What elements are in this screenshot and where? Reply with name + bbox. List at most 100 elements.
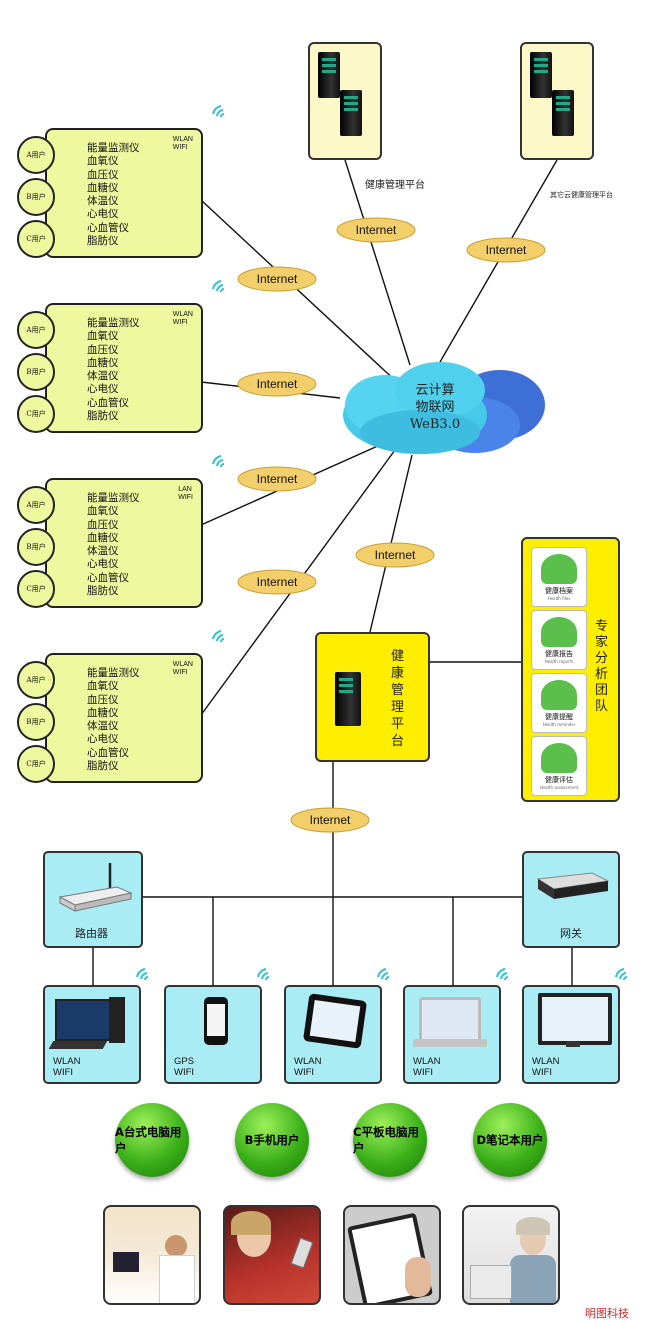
server-icon bbox=[318, 52, 340, 98]
platform-label-char: 平 bbox=[391, 717, 405, 732]
other-cloud-platform-server bbox=[520, 42, 594, 160]
device-item: 血糖仪 bbox=[87, 356, 119, 369]
user-circle: B用户 bbox=[17, 178, 55, 216]
device-list: 能量监测仪血氧仪血压仪血糖仪体温仪心电仪心血管仪脂肪仪 bbox=[87, 317, 140, 423]
device-list: 能量监测仪血氧仪血压仪血糖仪体温仪心电仪心血管仪脂肪仪 bbox=[87, 492, 140, 598]
device-item: 体温仪 bbox=[87, 195, 119, 208]
device-item: 能量监测仪 bbox=[87, 492, 140, 504]
device-item: 能量监测仪 bbox=[87, 667, 140, 679]
expert-team-label: 专家分析团队 bbox=[595, 619, 608, 715]
device-list: 能量监测仪血氧仪血压仪血糖仪体温仪心电仪心血管仪脂肪仪 bbox=[87, 667, 140, 773]
expert-team-label-char: 团 bbox=[595, 683, 609, 698]
service-title: 健康提醒 bbox=[545, 713, 573, 721]
router-label: 路由器 bbox=[75, 927, 108, 940]
platform-label-char: 康 bbox=[391, 666, 405, 681]
device-list: 能量监测仪血氧仪血压仪血糖仪体温仪心电仪心血管仪脂肪仪 bbox=[87, 142, 140, 248]
device-item: 心电仪 bbox=[87, 383, 119, 396]
platform-label-char: 理 bbox=[391, 700, 405, 715]
device-item: 脂肪仪 bbox=[87, 585, 119, 598]
health-assessment-icon bbox=[541, 743, 577, 773]
health-files-icon bbox=[541, 554, 577, 584]
health-platform-server bbox=[308, 42, 382, 160]
service-subtitle: Health reports bbox=[544, 659, 574, 664]
gateway-icon bbox=[536, 872, 610, 899]
user-circle: B用户 bbox=[17, 353, 55, 391]
cloud-line-2: 物联网 bbox=[415, 400, 455, 415]
wifi-icon bbox=[212, 280, 225, 293]
gateway-label: 网关 bbox=[560, 927, 582, 940]
device-item: 脂肪仪 bbox=[87, 235, 119, 248]
user-circle: C用户 bbox=[17, 745, 55, 783]
laptop-user-photo bbox=[462, 1205, 560, 1305]
wifi-icon bbox=[615, 968, 628, 981]
device-item: 心血管仪 bbox=[87, 746, 129, 759]
service-subtitle: Health files bbox=[547, 596, 571, 601]
user-circle: A用户 bbox=[17, 311, 55, 349]
internet-tag: Internet bbox=[237, 568, 317, 596]
device-item: 体温仪 bbox=[87, 545, 119, 558]
user-type-badge: D笔记本用户 bbox=[473, 1103, 547, 1177]
platform-label-char: 健 bbox=[391, 649, 405, 664]
device-item: 能量监测仪 bbox=[87, 142, 140, 154]
device-item: 体温仪 bbox=[87, 720, 119, 733]
server-icon bbox=[530, 52, 552, 98]
device-item: 血糖仪 bbox=[87, 531, 119, 544]
device-item: 血压仪 bbox=[87, 168, 119, 181]
expert-team-label-char: 专 bbox=[595, 619, 609, 634]
user-circle: B用户 bbox=[17, 528, 55, 566]
expert-team-label-char: 分 bbox=[595, 651, 609, 666]
desktop-user-photo bbox=[103, 1205, 201, 1305]
device-item: 心电仪 bbox=[87, 558, 119, 571]
user-circle: C用户 bbox=[17, 570, 55, 608]
router-box: 路由器 bbox=[43, 851, 143, 948]
device-item: 能量监测仪 bbox=[87, 317, 140, 329]
internet-tag: Internet bbox=[466, 236, 546, 264]
service-title: 健康报告 bbox=[545, 650, 573, 658]
user-circle: A用户 bbox=[17, 661, 55, 699]
wifi-icon bbox=[212, 455, 225, 468]
device-item: 血糖仪 bbox=[87, 181, 119, 194]
gateway-box: 网关 bbox=[522, 851, 620, 948]
user-circle: C用户 bbox=[17, 395, 55, 433]
user-circle: A用户 bbox=[17, 486, 55, 524]
expert-team-label-char: 析 bbox=[595, 667, 609, 682]
service-title: 健康评估 bbox=[545, 776, 573, 784]
health-management-platform: 健康管理平台 bbox=[315, 632, 430, 762]
internet-tag: Internet bbox=[355, 541, 435, 569]
wifi-icon bbox=[496, 968, 509, 981]
device-item: 心血管仪 bbox=[87, 221, 129, 234]
health-reports-icon bbox=[541, 617, 577, 647]
device-item: 血氧仪 bbox=[87, 330, 119, 343]
wifi-icon bbox=[257, 968, 270, 981]
platform-label-char: 管 bbox=[391, 683, 405, 698]
health-reminder-icon bbox=[541, 680, 577, 710]
service-subtitle: Health assessment bbox=[539, 785, 579, 790]
cloud-line-3: WeB3.0 bbox=[409, 417, 461, 432]
device-item: 血糖仪 bbox=[87, 706, 119, 719]
tablet-user-photo bbox=[343, 1205, 441, 1305]
device-item: 血氧仪 bbox=[87, 155, 119, 168]
internet-tag: Internet bbox=[237, 265, 317, 293]
watermark: 明图科技 bbox=[585, 1307, 629, 1320]
device-item: 血压仪 bbox=[87, 693, 119, 706]
server-icon bbox=[335, 672, 361, 726]
user-circle: A用户 bbox=[17, 136, 55, 174]
wifi-icon bbox=[212, 105, 225, 118]
server-icon bbox=[340, 90, 362, 136]
platform-label-char: 台 bbox=[391, 734, 405, 749]
cloud-line-1: 云计算 bbox=[415, 383, 455, 398]
service-title: 健康档案 bbox=[545, 587, 573, 595]
